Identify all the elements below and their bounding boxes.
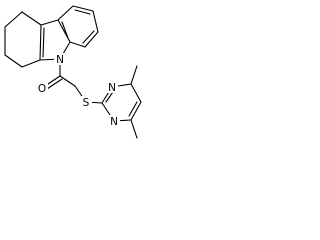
carbonyl-oxygen-label: O (38, 83, 46, 95)
molecule-diagram: N O S N N (4, 5, 142, 139)
atom-pyrimidine-nitrogen-upper: N (106, 81, 118, 94)
pyrimidine-nitrogen-upper-label: N (108, 82, 116, 94)
atom-carbonyl-oxygen: O (36, 82, 48, 95)
benzene-ring (57, 5, 99, 48)
atom-ring-nitrogen: N (54, 53, 66, 66)
thioether-sulfur-label: S (83, 97, 90, 109)
pyrimidine-nitrogen-lower-label: N (110, 116, 118, 128)
atom-thioether-sulfur: S (80, 96, 92, 109)
acyl-linker (44, 58, 103, 104)
pyrimidine-ring (101, 65, 142, 139)
ring-nitrogen-label: N (56, 54, 64, 66)
cyclohexane-ring (4, 11, 42, 68)
atom-pyrimidine-nitrogen-lower: N (108, 115, 120, 128)
